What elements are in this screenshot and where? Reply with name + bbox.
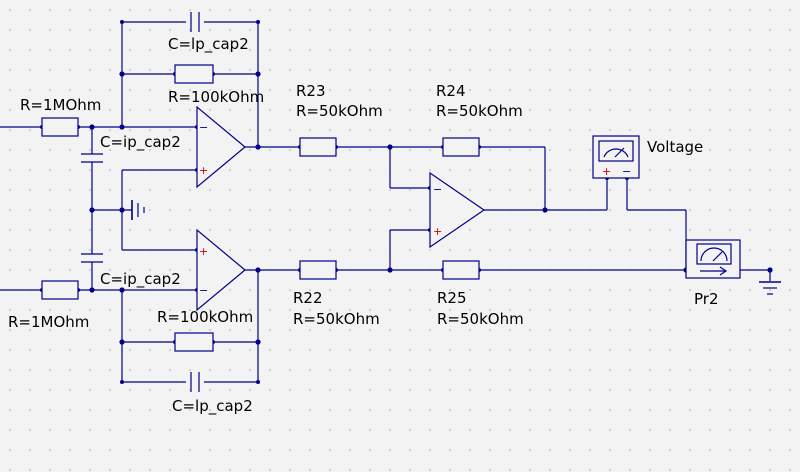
capacitor-input-bottom[interactable] bbox=[81, 253, 103, 263]
label-r25-value: R=50kOhm bbox=[437, 310, 524, 328]
label-r22-name: R22 bbox=[293, 289, 323, 307]
label-r22-value: R=50kOhm bbox=[293, 310, 380, 328]
label-r-fb-bottom: R=100kOhm bbox=[157, 308, 253, 326]
label-voltage-probe: Voltage bbox=[647, 138, 703, 156]
svg-text:+: + bbox=[433, 225, 442, 238]
resistor-r23[interactable] bbox=[299, 137, 337, 157]
svg-text:+: + bbox=[199, 245, 208, 258]
current-probe-pr2[interactable] bbox=[685, 239, 741, 279]
resistor-r24[interactable] bbox=[442, 137, 480, 157]
resistor-r-fb-bottom[interactable] bbox=[174, 332, 214, 352]
ground-symbol-right bbox=[759, 281, 781, 295]
label-c-top: C=lp_cap2 bbox=[168, 35, 249, 54]
label-r-in-bottom: R=1MOhm bbox=[8, 313, 89, 331]
capacitor-top-feedback[interactable] bbox=[190, 12, 200, 32]
voltage-probe[interactable]: + − bbox=[592, 135, 640, 179]
resistor-r22[interactable] bbox=[299, 260, 337, 280]
label-r-in-top: R=1MOhm bbox=[20, 96, 101, 114]
capacitor-input-top[interactable] bbox=[81, 153, 103, 163]
ground-symbol-middle bbox=[131, 200, 145, 220]
resistor-r-fb-top[interactable] bbox=[174, 64, 214, 84]
resistor-r25[interactable] bbox=[442, 260, 480, 280]
resistor-r-in-top[interactable] bbox=[41, 117, 79, 137]
svg-text:−: − bbox=[199, 121, 208, 134]
svg-text:−: − bbox=[622, 165, 631, 178]
label-r25-name: R25 bbox=[437, 289, 467, 307]
opamp-difference[interactable]: − + bbox=[429, 171, 486, 249]
svg-text:+: + bbox=[199, 164, 208, 177]
label-c-in-bottom: C=ip_cap2 bbox=[100, 270, 181, 289]
capacitor-bottom-feedback[interactable] bbox=[190, 372, 200, 392]
label-c-in-top: C=ip_cap2 bbox=[100, 133, 181, 152]
svg-text:−: − bbox=[199, 284, 208, 297]
label-r24-name: R24 bbox=[436, 82, 466, 100]
label-r24-value: R=50kOhm bbox=[436, 102, 523, 120]
label-r23-name: R23 bbox=[296, 82, 326, 100]
label-r-fb-top: R=100kOhm bbox=[168, 88, 264, 106]
opamp-bottom[interactable]: + − bbox=[196, 228, 246, 312]
label-pr2: Pr2 bbox=[694, 290, 719, 308]
label-r23-value: R=50kOhm bbox=[296, 102, 383, 120]
opamp-top[interactable]: − + bbox=[196, 105, 246, 189]
svg-text:−: − bbox=[433, 183, 442, 196]
svg-text:+: + bbox=[602, 165, 611, 178]
resistor-r-in-bottom[interactable] bbox=[41, 280, 79, 300]
label-c-bottom: C=lp_cap2 bbox=[172, 397, 253, 416]
